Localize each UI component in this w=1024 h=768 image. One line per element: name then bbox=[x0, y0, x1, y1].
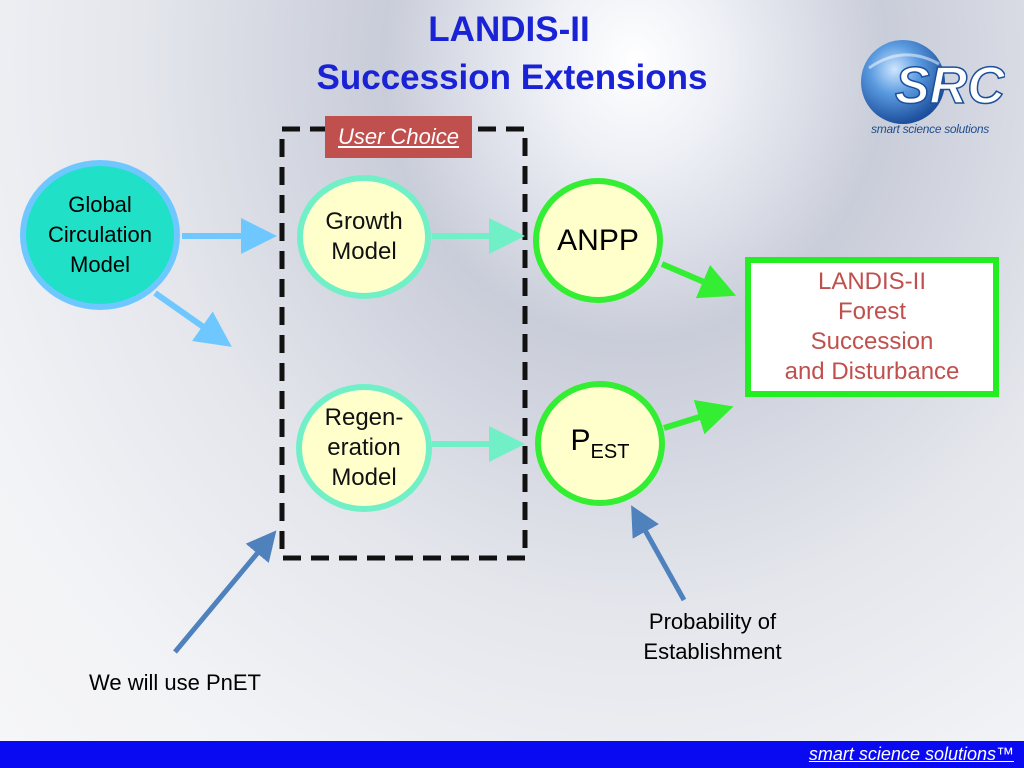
src-logo: SRC bbox=[861, 40, 1005, 124]
gcm-label-line1: Global bbox=[68, 192, 132, 217]
arrow-pest-to-landis bbox=[663, 399, 734, 435]
slide-title-line2: Succession Extensions bbox=[316, 58, 708, 97]
gcm-label-line2: Circulation bbox=[48, 222, 152, 247]
landis-line4: and Disturbance bbox=[784, 358, 960, 385]
pest-label-main: P bbox=[570, 423, 591, 457]
regen-label-line2: eration bbox=[327, 434, 401, 461]
pest-node: PEST bbox=[535, 381, 665, 506]
src-logo-letters: SRC bbox=[895, 57, 1005, 115]
slide-title-line1: LANDIS-II bbox=[428, 10, 590, 49]
regen-label-line1: Regen- bbox=[324, 404, 404, 431]
growth-model-node: Growth Model bbox=[297, 175, 431, 299]
arrow-pnet-note bbox=[173, 530, 277, 654]
gcm-label-line3: Model bbox=[70, 252, 130, 277]
pest-label-subscript: EST bbox=[590, 440, 630, 463]
src-logo-tagline: smart science solutions bbox=[871, 122, 989, 136]
anpp-node: ANPP bbox=[533, 178, 663, 303]
pest-label: PEST bbox=[571, 424, 630, 464]
arrow-anpp-to-landis bbox=[660, 261, 737, 299]
probability-note: Probability of Establishment bbox=[600, 607, 825, 667]
regeneration-model-node: Regen- eration Model bbox=[296, 384, 432, 512]
landis-line2: Forest bbox=[837, 298, 906, 325]
regen-label-line3: Model bbox=[331, 464, 397, 491]
arrow-probability-note bbox=[631, 505, 687, 602]
pnet-note: We will use PnET bbox=[89, 670, 261, 695]
footer-bar: smart science solutions™ bbox=[0, 741, 1024, 768]
arrow-gcm-down bbox=[153, 290, 232, 347]
growth-label-line2: Model bbox=[331, 238, 397, 265]
footer-link[interactable]: smart science solutions™ bbox=[808, 744, 1014, 764]
anpp-label: ANPP bbox=[557, 223, 639, 257]
landis-line3: Succession bbox=[810, 328, 934, 355]
landis-line1: LANDIS-II bbox=[817, 268, 927, 295]
probability-note-line1: Probability of bbox=[648, 609, 777, 634]
growth-label-line1: Growth bbox=[325, 208, 403, 235]
probability-note-line2: Establishment bbox=[643, 639, 782, 664]
global-circulation-model-node: Global Circulation Model bbox=[20, 160, 180, 310]
landis-succession-box: LANDIS-II Forest Succession and Disturba… bbox=[745, 257, 999, 397]
user-choice-label: User Choice bbox=[325, 116, 472, 158]
